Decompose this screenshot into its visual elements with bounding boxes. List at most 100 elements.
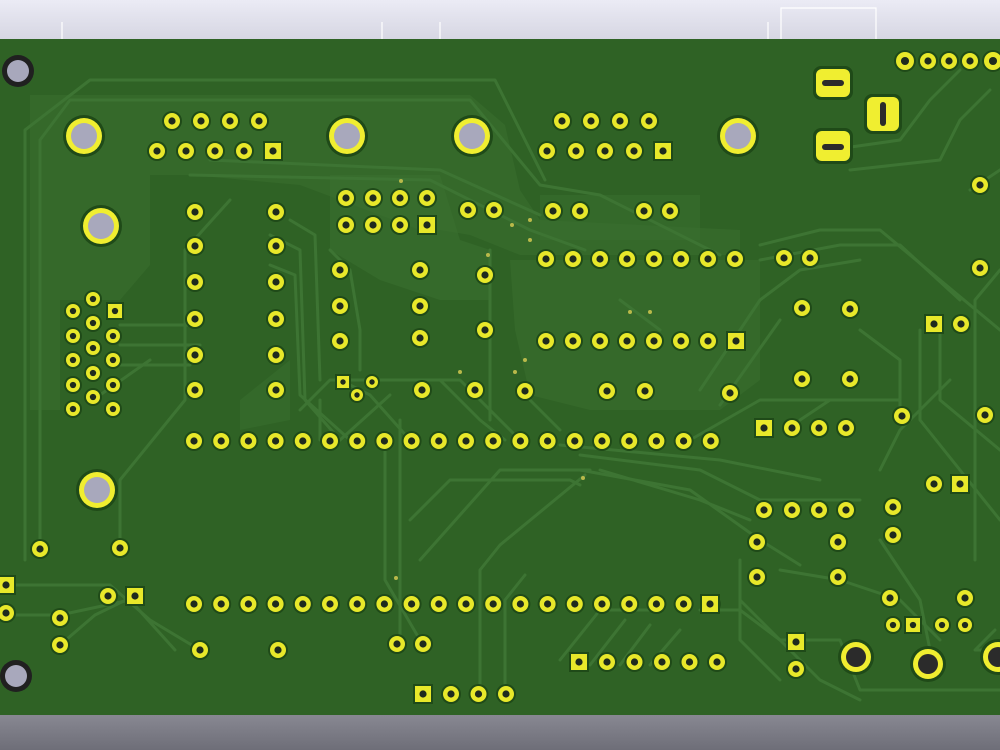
- pad-hole: [435, 437, 443, 445]
- pad-hole: [961, 621, 969, 629]
- pad-hole: [369, 379, 375, 385]
- pad-hole: [191, 386, 199, 394]
- pad-hole: [846, 375, 854, 383]
- pad-hole: [760, 506, 768, 514]
- pad-hole: [490, 206, 498, 214]
- pad-hole: [603, 658, 611, 666]
- pad-hole: [544, 437, 552, 445]
- pad-hole: [191, 242, 199, 250]
- pad-hole: [462, 600, 470, 608]
- pad-hole: [650, 337, 658, 345]
- pad-hole: [481, 326, 489, 334]
- pad-hole: [558, 117, 566, 125]
- pad-hole: [69, 307, 77, 315]
- viewport-background-top: [0, 0, 1000, 40]
- pad-hole: [713, 658, 721, 666]
- pad-hole: [168, 117, 176, 125]
- pad-hole: [182, 147, 190, 155]
- pad-hole: [788, 506, 796, 514]
- pad-hole: [416, 266, 424, 274]
- pad-hole: [69, 405, 77, 413]
- pad-hole: [601, 147, 609, 155]
- pad-hole: [109, 356, 117, 364]
- pad-hole: [603, 387, 611, 395]
- pad-hole: [930, 320, 938, 328]
- pad-hole: [732, 337, 740, 345]
- pad-hole: [834, 538, 842, 546]
- pad-hole: [109, 405, 117, 413]
- pad-hole: [704, 255, 712, 263]
- pad-hole: [898, 412, 906, 420]
- pad-hole: [788, 424, 796, 432]
- pad-hole: [354, 392, 360, 398]
- pad-hole: [598, 600, 606, 608]
- pad-hole: [846, 305, 854, 313]
- pad-hole: [153, 147, 161, 155]
- pad-hole: [369, 194, 377, 202]
- pad-hole: [659, 147, 667, 155]
- pad-hole: [930, 480, 938, 488]
- pad-hole: [792, 638, 800, 646]
- pad-hole: [616, 117, 624, 125]
- pad-hole: [435, 600, 443, 608]
- pad-hole: [423, 221, 431, 229]
- pad-hole: [650, 255, 658, 263]
- backdrop-ticks: [61, 7, 877, 40]
- pad-hole: [543, 147, 551, 155]
- pad-hole: [981, 411, 989, 419]
- pad-hole: [274, 646, 282, 654]
- pad-hole: [640, 207, 648, 215]
- pad-hole: [834, 573, 842, 581]
- pad-hole: [104, 592, 112, 600]
- pad-hole: [945, 57, 953, 65]
- pad-hole: [889, 531, 897, 539]
- pad-hole: [938, 621, 946, 629]
- pad-hole: [976, 264, 984, 272]
- pad-hole: [111, 307, 119, 315]
- pad-hole: [924, 57, 932, 65]
- pad-hole: [587, 117, 595, 125]
- pad-hole: [886, 594, 894, 602]
- pad-hole: [753, 538, 761, 546]
- pad-hole: [961, 594, 969, 602]
- pad-hole: [842, 424, 850, 432]
- vias: [394, 179, 652, 580]
- pad-hole: [516, 437, 525, 445]
- pad-hole: [596, 255, 604, 263]
- pad-hole: [226, 117, 234, 125]
- pad-hole: [572, 147, 580, 155]
- pad-hole: [191, 208, 199, 216]
- pad-hole: [244, 437, 252, 445]
- pad-hole: [569, 255, 577, 263]
- pad-hole: [109, 332, 117, 340]
- pad-hole: [966, 57, 974, 65]
- pad-hole: [89, 295, 97, 303]
- pad-hole: [380, 600, 388, 608]
- pad-hole: [272, 315, 280, 323]
- pad-hole: [731, 255, 739, 263]
- pad-hole: [842, 506, 850, 514]
- pad-hole: [272, 208, 280, 216]
- pad-hole: [680, 600, 688, 608]
- pad-hole: [798, 375, 806, 383]
- pad-hole: [89, 369, 97, 377]
- pad-hole: [353, 600, 361, 608]
- pad-hole: [353, 437, 361, 445]
- pad-hole: [726, 389, 734, 397]
- pad-hole: [544, 600, 552, 608]
- pad-hole: [69, 356, 77, 364]
- pad-hole: [191, 315, 199, 323]
- pad-hole: [423, 194, 431, 202]
- pad-hole: [623, 337, 631, 345]
- pad-hole: [798, 304, 806, 312]
- pad-hole: [685, 658, 694, 666]
- pad-hole: [707, 437, 715, 445]
- pad-hole: [792, 665, 800, 673]
- pad-hole: [419, 640, 427, 648]
- pad-hole: [191, 351, 199, 359]
- pad-hole: [211, 147, 219, 155]
- pad-hole: [641, 387, 649, 395]
- pad-hole: [191, 278, 199, 286]
- pad-hole: [542, 337, 550, 345]
